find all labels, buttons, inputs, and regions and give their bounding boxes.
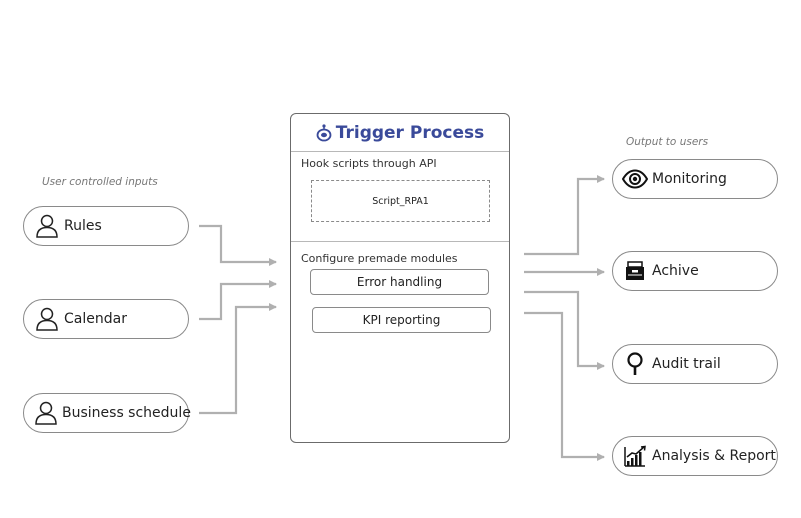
script-name: Script_RPA1 bbox=[372, 195, 429, 207]
magnifier-icon bbox=[622, 351, 648, 377]
arrow-analysis-report bbox=[524, 311, 605, 461]
process-title-text: Trigger Process bbox=[335, 122, 485, 143]
input-business-schedule[interactable]: Business schedule bbox=[23, 393, 191, 433]
input-label: Rules bbox=[64, 218, 102, 234]
hook-label: Hook scripts through API bbox=[301, 157, 437, 170]
outputs-caption: Output to users bbox=[626, 136, 709, 148]
modules-label: Configure premade modules bbox=[301, 252, 458, 265]
eye-icon bbox=[622, 166, 648, 192]
input-rules[interactable]: Rules bbox=[23, 206, 189, 246]
arrow-calendar bbox=[199, 280, 277, 321]
output-label: Audit trail bbox=[652, 356, 721, 372]
script-slot[interactable]: Script_RPA1 bbox=[311, 180, 490, 222]
input-calendar[interactable]: Calendar bbox=[23, 299, 189, 339]
input-label: Calendar bbox=[64, 311, 127, 327]
output-label: Analysis & Report bbox=[652, 448, 776, 464]
arrow-audit-trail bbox=[524, 290, 605, 370]
output-achive[interactable]: Achive bbox=[612, 251, 778, 291]
module-error-handling[interactable]: Error handling bbox=[310, 269, 489, 295]
output-label: Achive bbox=[652, 263, 699, 279]
user-icon bbox=[34, 306, 60, 332]
input-label: Business schedule bbox=[62, 405, 191, 421]
process-title: Trigger Process bbox=[291, 114, 509, 151]
module-label: Error handling bbox=[356, 275, 443, 289]
chart-icon bbox=[622, 443, 648, 469]
arrow-monitoring bbox=[524, 175, 605, 256]
output-analysis-report[interactable]: Analysis & Report bbox=[612, 436, 778, 476]
user-icon bbox=[34, 213, 60, 239]
user-icon bbox=[34, 400, 58, 426]
arrow-business-schedule bbox=[199, 303, 277, 415]
arrow-rules bbox=[199, 224, 277, 266]
module-kpi-reporting[interactable]: KPI reporting bbox=[312, 307, 491, 333]
trigger-process-box: Trigger Process Hook scripts through API… bbox=[290, 113, 510, 443]
output-audit-trail[interactable]: Audit trail bbox=[612, 344, 778, 384]
module-label: KPI reporting bbox=[362, 313, 441, 327]
divider bbox=[291, 241, 509, 242]
output-label: Monitoring bbox=[652, 171, 727, 187]
archive-icon bbox=[622, 258, 648, 284]
robot-antenna-icon bbox=[316, 123, 332, 142]
divider bbox=[291, 151, 509, 152]
output-monitoring[interactable]: Monitoring bbox=[612, 159, 778, 199]
inputs-caption: User controlled inputs bbox=[42, 176, 158, 188]
